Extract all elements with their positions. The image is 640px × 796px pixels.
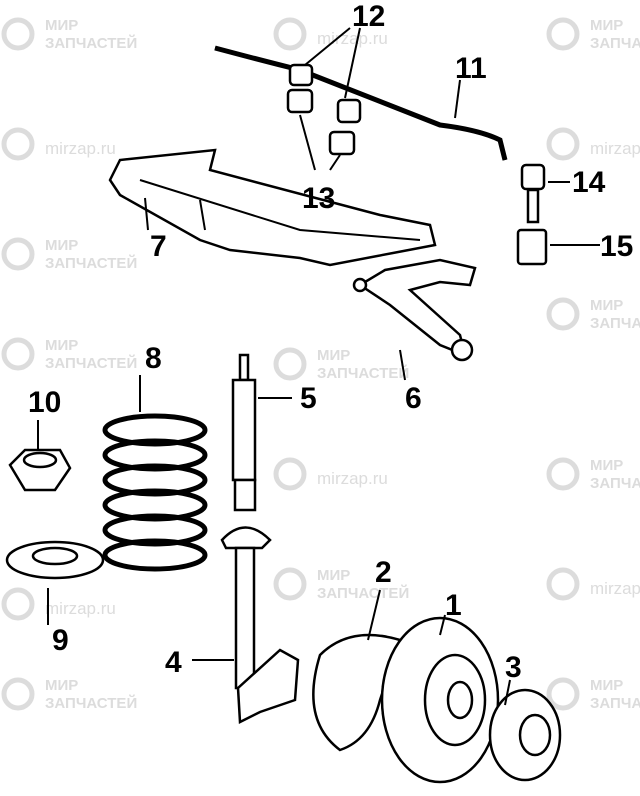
watermark-text: МИР [590,297,623,314]
subframe-detail [139,179,421,241]
subframe [108,148,437,267]
watermark-logo-icon [273,347,307,381]
stabilizer-link [516,163,548,266]
callout-7: 7 [150,230,167,263]
watermark-url: mirzap.ru [590,579,640,598]
bushing-leader-lines [299,27,361,171]
callout-11: 11 [455,52,487,85]
watermark-logo-icon [1,127,35,161]
watermark-text: ЗАПЧАСТЕЙ [45,354,137,372]
callout-13: 13 [302,182,335,215]
strut-mount [8,448,72,492]
watermark-text: МИР [317,347,350,364]
spring-seat [5,540,105,580]
splash-shield [312,633,402,752]
callout-9: 9 [52,624,69,657]
callout-6: 6 [405,382,422,415]
watermark-logo-icon [1,677,35,711]
leader-lines [37,79,600,706]
watermark-text: МИР [45,17,78,34]
watermark-text: ЗАПЧАСТЕЙ [590,314,640,332]
callout-5: 5 [300,382,317,415]
watermark-url: mirzap.ru [317,29,388,48]
watermark-url: mirzap.ru [45,599,116,618]
callout-1: 1 [445,589,462,622]
watermark-logo-icon [1,337,35,371]
watermark-logo-icon [1,237,35,271]
watermark-logo-icon [273,567,307,601]
wheel-hub [488,688,562,782]
control-arm [357,258,477,358]
watermark-logo-icon [546,567,580,601]
watermark-text: ЗАПЧАСТЕЙ [45,34,137,52]
watermark-logo-icon [273,17,307,51]
callout-15: 15 [600,230,633,263]
watermark-logo-icon [1,587,35,621]
callout-3: 3 [505,651,522,684]
watermark-text: ЗАПЧАСТЕЙ [317,364,409,382]
watermark-logo-icon [546,297,580,331]
watermark-text: МИР [45,337,78,354]
watermark-text: ЗАПЧАСТЕЙ [590,474,640,492]
callout-4: 4 [165,646,182,679]
watermark-text: ЗАПЧАСТЕЙ [590,34,640,52]
watermark-logo-icon [1,17,35,51]
watermark-logo-icon [546,677,580,711]
callout-12: 12 [352,0,385,33]
callout-2: 2 [375,556,392,589]
coil-spring [102,413,208,572]
callout-10: 10 [28,386,61,419]
ball-joint [450,338,474,362]
watermark-text: ЗАПЧАСТЕЙ [45,254,137,272]
watermark-text: МИР [317,567,350,584]
brake-rotor [380,616,500,784]
watermark-text: МИР [590,677,623,694]
shock-absorber-strut [220,353,300,724]
watermark-url: mirzap.ru [590,139,640,158]
watermark-logo-icon [546,457,580,491]
watermark-text: ЗАПЧАСТЕЙ [590,694,640,712]
watermark-layer: МИРЗАПЧАСТЕЙmirzap.ruМИРЗАПЧАСТЕЙmirzap.… [1,17,640,712]
watermark-logo-icon [546,17,580,51]
stabilizer-bushings [286,63,362,156]
watermark-text: МИР [45,237,78,254]
watermark-logo-icon [546,127,580,161]
watermark-url: mirzap.ru [45,139,116,158]
control-arm-bushing [352,277,368,293]
watermark-text: МИР [590,17,623,34]
watermark-text: МИР [590,457,623,474]
watermark-logo-icon [273,457,307,491]
watermark-url: mirzap.ru [317,469,388,488]
callout-14: 14 [572,166,606,199]
watermark-text: МИР [45,677,78,694]
callout-8: 8 [145,342,162,375]
watermark-text: ЗАПЧАСТЕЙ [317,584,409,602]
watermark-text: ЗАПЧАСТЕЙ [45,694,137,712]
